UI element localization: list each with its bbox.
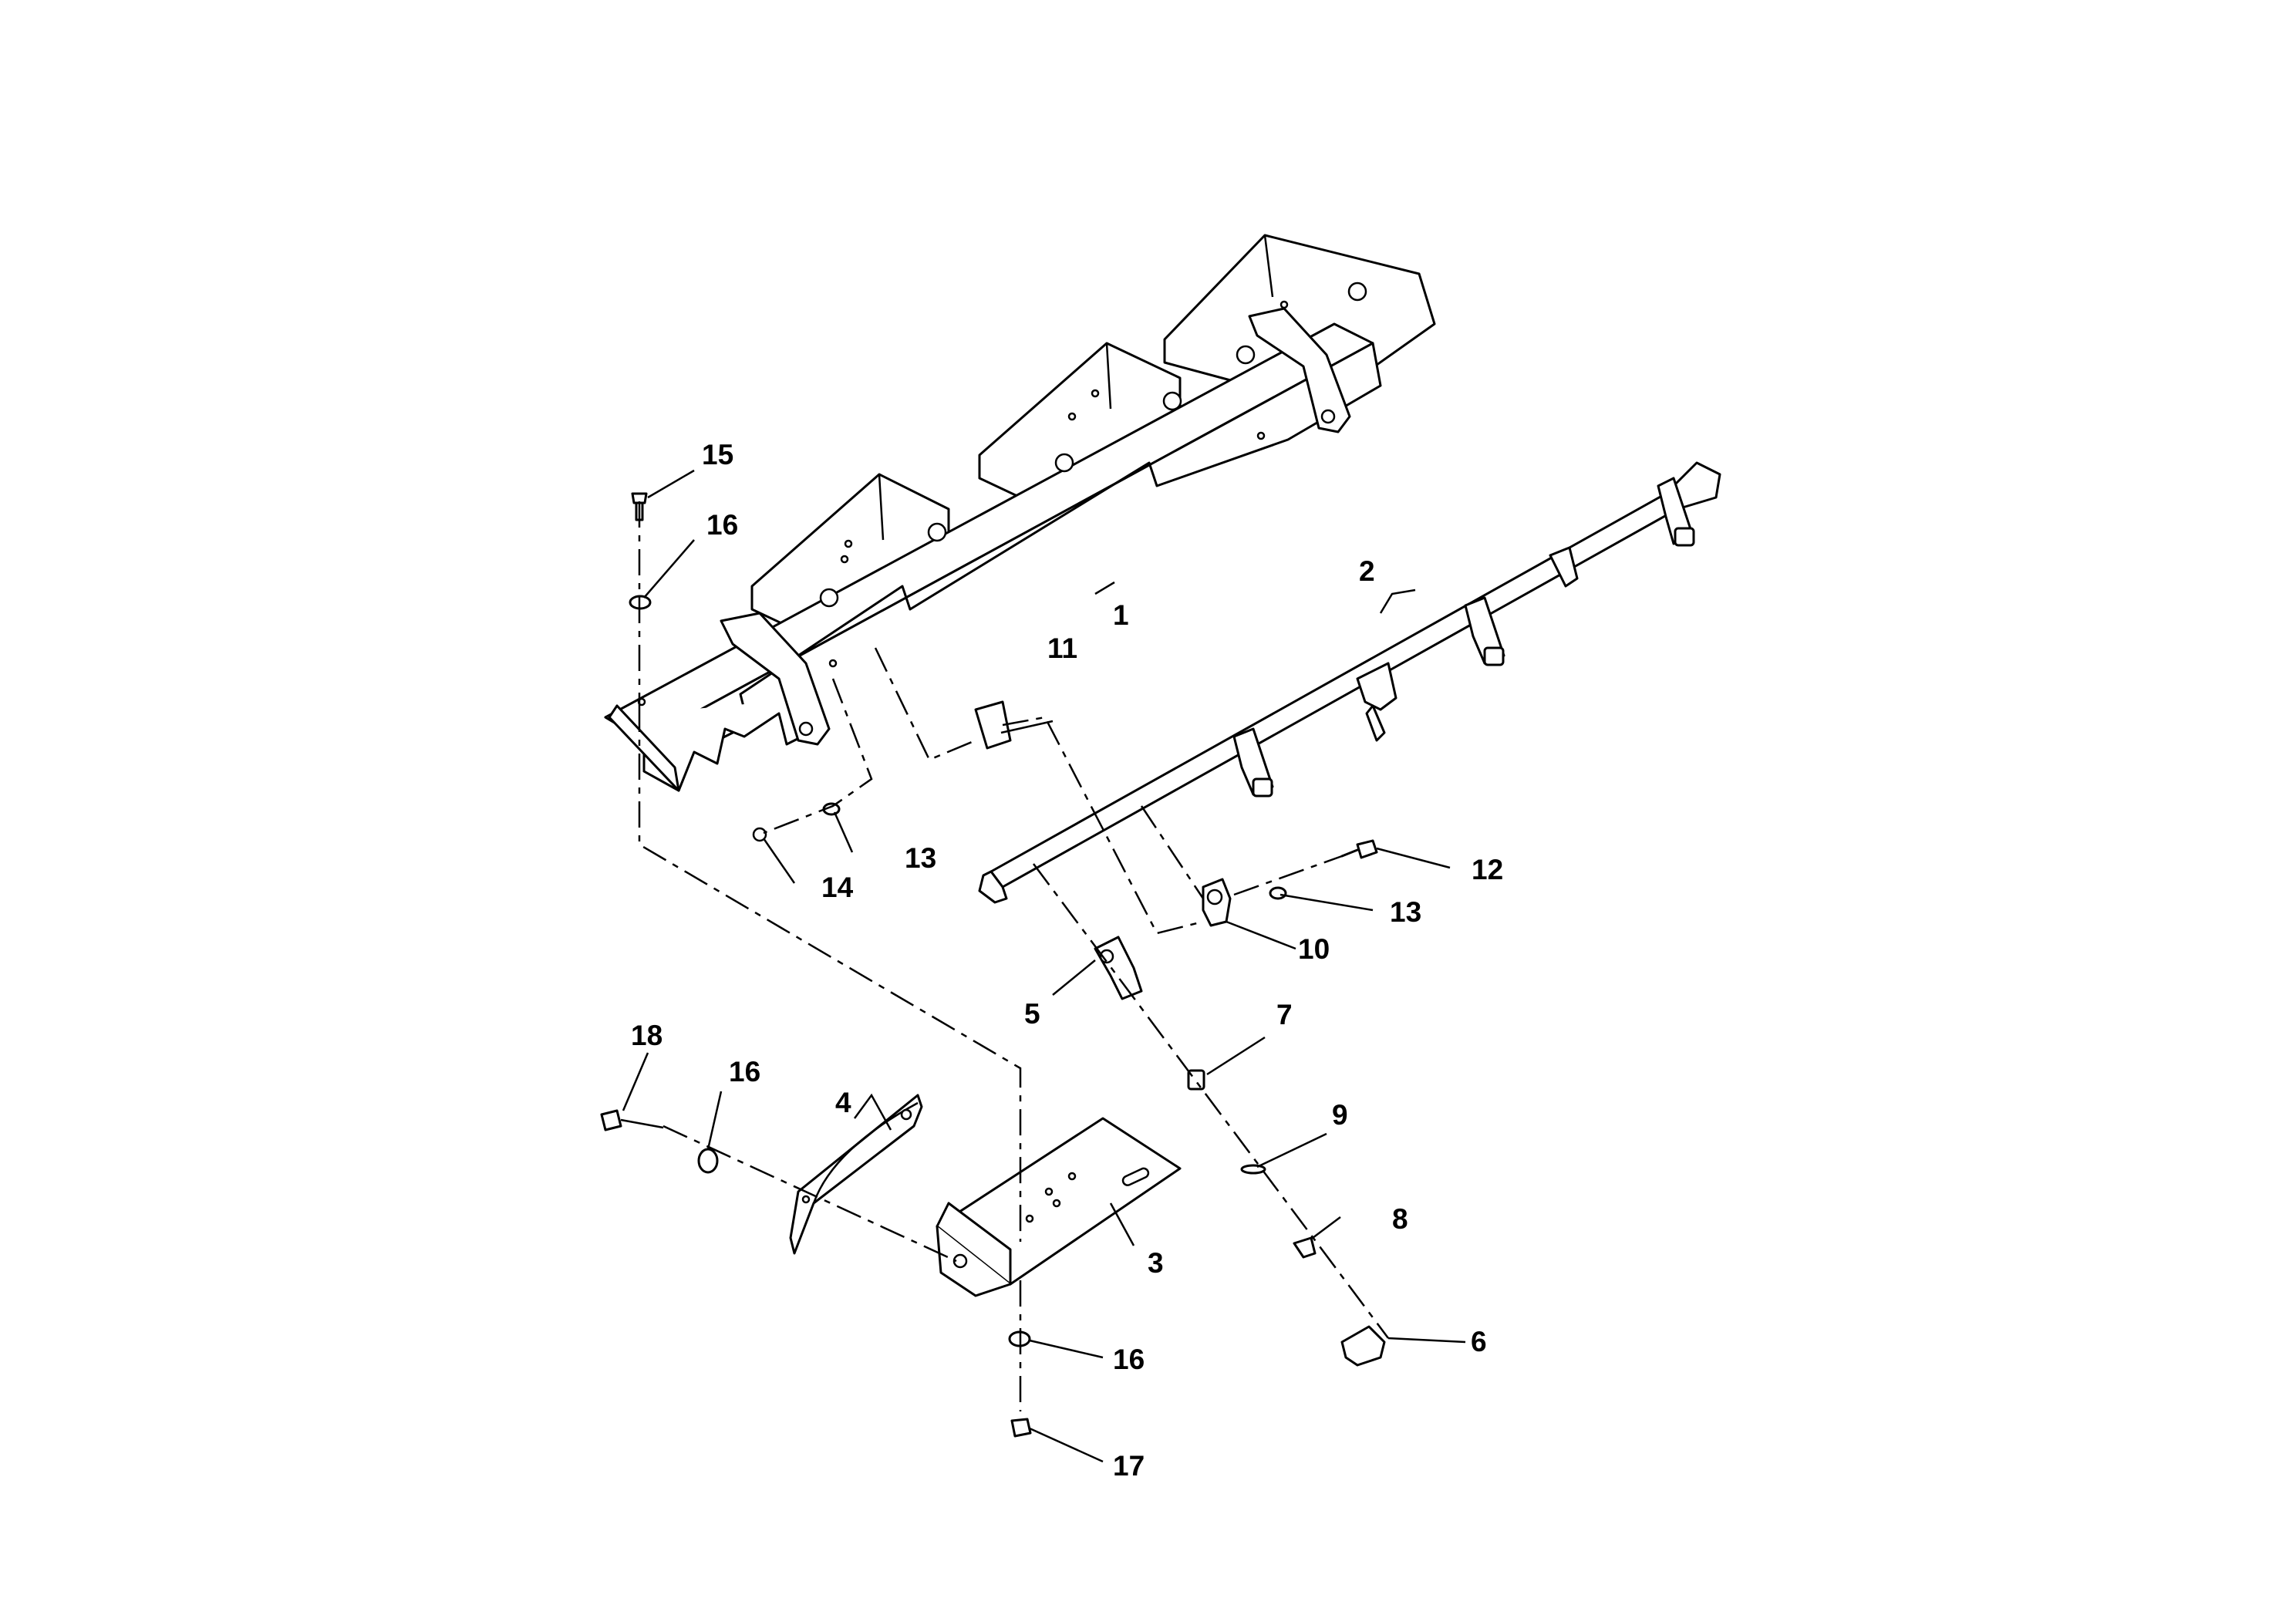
callout-18: 18 xyxy=(631,1020,663,1051)
callout-17: 17 xyxy=(1113,1450,1145,1482)
callout-16-b: 16 xyxy=(729,1056,760,1088)
callout-10: 10 xyxy=(1298,933,1330,965)
part-11-clip xyxy=(974,700,1012,750)
part-8-tip xyxy=(1293,1236,1317,1259)
part-9-washer xyxy=(1240,1164,1266,1175)
callout-9: 9 xyxy=(1332,1099,1348,1131)
part-1-frame xyxy=(604,234,1436,792)
fasteners xyxy=(600,492,1287,1438)
callout-13-a: 13 xyxy=(905,842,936,874)
callouts: 1 2 3 4 5 6 7 8 9 10 11 12 13 13 14 15 1… xyxy=(631,439,1503,1482)
part-10-clamp xyxy=(1202,878,1232,927)
callout-15: 15 xyxy=(702,439,733,470)
part-12-bolt xyxy=(1340,839,1378,859)
callout-14: 14 xyxy=(821,872,854,903)
part-5-nozzle-body xyxy=(1094,936,1143,1000)
part-6-nozzle-cap xyxy=(1340,1325,1386,1367)
callout-1: 1 xyxy=(1113,599,1129,631)
part-4-deflector-plate xyxy=(789,1094,923,1255)
callout-2: 2 xyxy=(1359,555,1375,587)
callout-3: 3 xyxy=(1148,1247,1164,1279)
callout-5: 5 xyxy=(1024,998,1040,1030)
callout-7: 7 xyxy=(1276,999,1293,1030)
part-2-spray-bar xyxy=(978,461,1721,904)
leader-lines xyxy=(622,469,1466,1463)
callout-6: 6 xyxy=(1471,1326,1487,1357)
callout-16-c: 16 xyxy=(1113,1344,1145,1375)
callout-4: 4 xyxy=(835,1087,851,1118)
callout-11: 11 xyxy=(1047,632,1077,664)
callout-8: 8 xyxy=(1392,1203,1408,1235)
part-3-deflector xyxy=(936,1117,1182,1297)
callout-12: 12 xyxy=(1472,854,1503,885)
callout-16-a: 16 xyxy=(706,509,738,541)
assembly-lines xyxy=(638,501,1390,1411)
callout-13-b: 13 xyxy=(1390,896,1421,928)
